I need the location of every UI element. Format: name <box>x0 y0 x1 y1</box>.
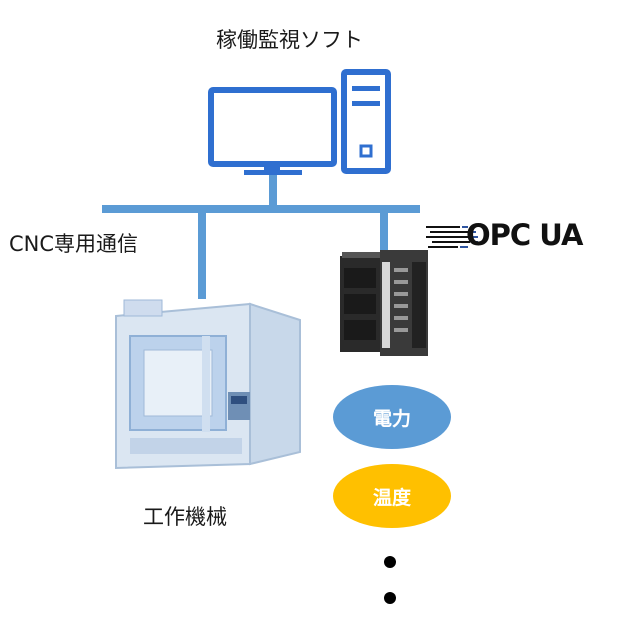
opc-ua-logo: OPC UA <box>426 218 606 254</box>
machine-drop-line <box>198 209 206 299</box>
continuation-dot <box>384 592 396 604</box>
opc-ua-pattern-icon <box>426 226 478 248</box>
power-node: 電力 <box>333 385 451 449</box>
pc-drop-line <box>269 175 277 209</box>
cnc-comm-label: CNC専用通信 <box>9 232 139 256</box>
continuation-dot <box>384 556 396 568</box>
machine-tool-icon <box>115 299 301 470</box>
machine-label: 工作機械 <box>143 505 227 529</box>
pc-icon <box>208 69 391 175</box>
temperature-node: 温度 <box>333 464 451 528</box>
plc-drop-line <box>380 209 388 251</box>
temperature-node-label: 温度 <box>372 486 411 509</box>
power-node-label: 電力 <box>372 407 411 430</box>
software-label: 稼働監視ソフト <box>216 28 363 52</box>
plc-module-icon <box>340 250 428 356</box>
opc-ua-text: OPC UA <box>466 218 583 252</box>
network-bus-line <box>102 205 420 213</box>
